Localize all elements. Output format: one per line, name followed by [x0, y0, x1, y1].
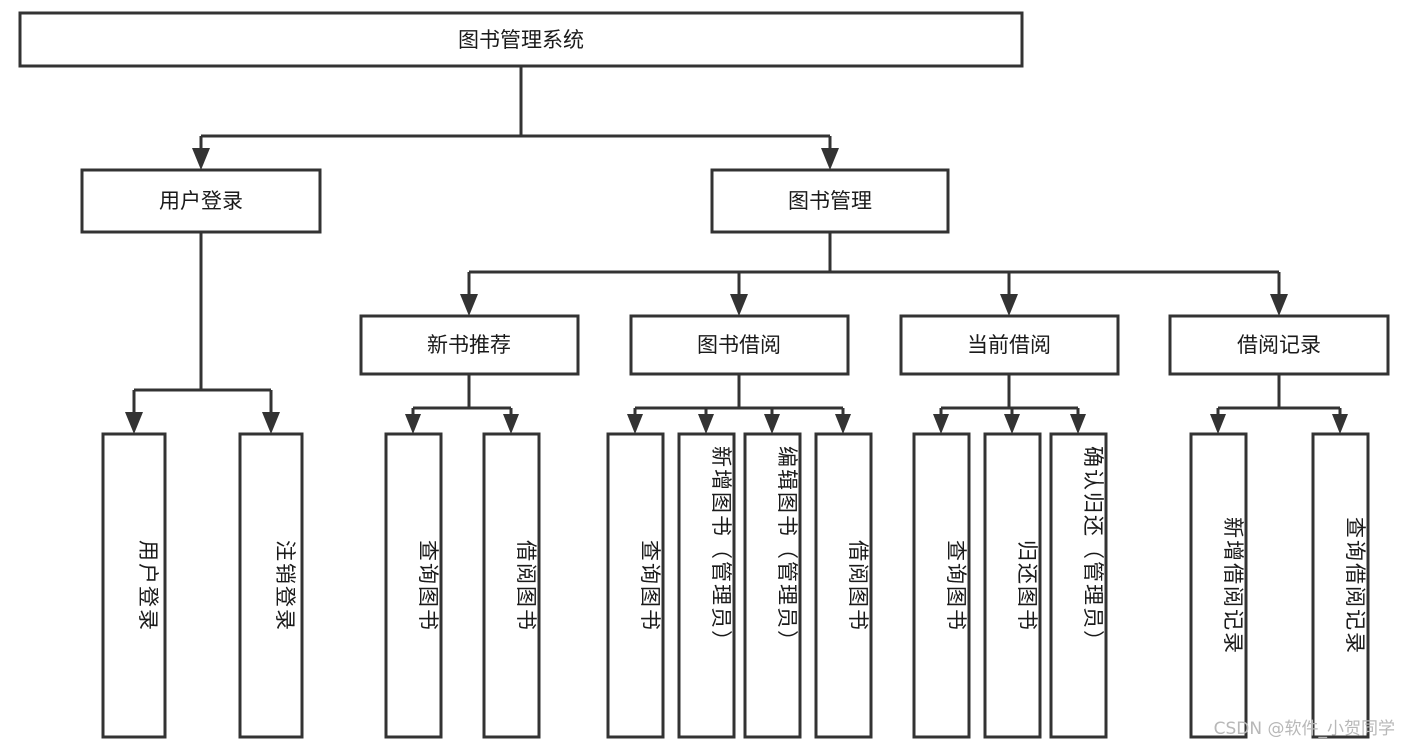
node-leaf-add-book-box[interactable] — [677, 432, 736, 739]
arrowhead-to-leaf-query-borrow-record — [1332, 414, 1348, 434]
arrowhead-to-leaf-user-login — [125, 412, 143, 434]
connector-bookmgmt-to-level3 — [467, 232, 1281, 298]
node-book-management-label: 图书管理 — [788, 189, 872, 213]
node-root[interactable]: 图书管理系统 — [18, 11, 1024, 68]
node-current-borrow-box[interactable] — [899, 314, 1120, 376]
node-new-book-recommend-label: 新书推荐 — [427, 333, 511, 357]
node-leaf-edit-book[interactable]: 编辑图书（管理员） — [743, 432, 802, 739]
node-leaf-query-borrow-record-label: 查询借阅记录 — [1343, 517, 1367, 655]
arrowhead-to-new-book-recommend — [460, 294, 478, 316]
node-root-label: 图书管理系统 — [458, 28, 584, 52]
node-leaf-query-book-current-box[interactable] — [912, 432, 971, 739]
node-leaf-logout-label: 注销登录 — [273, 540, 297, 632]
node-user-login-box[interactable] — [80, 168, 322, 234]
arrowhead-to-leaf-confirm-return — [1070, 414, 1086, 434]
node-leaf-user-login[interactable]: 用户登录 — [101, 432, 167, 739]
node-leaf-add-borrow-record[interactable]: 新增借阅记录 — [1189, 432, 1248, 739]
connector-userlogin-to-leaves — [132, 232, 273, 416]
node-leaf-query-book-borrow-label: 查询图书 — [638, 540, 662, 632]
node-leaf-edit-book-box[interactable] — [743, 432, 802, 739]
connector-bookborrow-to-leaves — [633, 374, 845, 418]
node-leaf-query-borrow-record[interactable]: 查询借阅记录 — [1311, 432, 1370, 739]
node-leaf-borrow-book-recommend[interactable]: 借阅图书 — [482, 432, 541, 739]
node-leaf-return-book-label: 归还图书 — [1015, 540, 1039, 632]
node-leaf-user-login-label: 用户登录 — [136, 540, 160, 632]
node-borrow-record-box[interactable] — [1168, 314, 1390, 376]
node-leaf-confirm-return[interactable]: 确认归还（管理员） — [1049, 432, 1108, 739]
connector-root-to-level2 — [199, 66, 832, 152]
node-leaf-add-book[interactable]: 新增图书（管理员） — [677, 432, 736, 739]
node-leaf-borrow-book-label: 借阅图书 — [846, 540, 870, 632]
arrowhead-to-leaf-add-borrow-record — [1210, 414, 1226, 434]
arrowhead-to-user-login — [192, 148, 210, 170]
node-new-book-recommend-box[interactable] — [359, 314, 580, 376]
node-borrow-record[interactable]: 借阅记录 — [1168, 314, 1390, 376]
node-leaf-query-book-recommend-label: 查询图书 — [416, 540, 440, 632]
node-user-login-label: 用户登录 — [159, 189, 243, 213]
node-leaf-query-borrow-record-box[interactable] — [1311, 432, 1370, 739]
arrowhead-to-current-borrow — [1000, 294, 1018, 316]
arrowhead-to-borrow-record — [1270, 294, 1288, 316]
arrowhead-to-leaf-borrow-book-recommend — [503, 414, 519, 434]
node-book-management-box[interactable] — [710, 168, 950, 234]
node-leaf-query-book-recommend[interactable]: 查询图书 — [384, 432, 443, 739]
node-leaf-confirm-return-label: 确认归还（管理员） — [1081, 446, 1105, 653]
arrowhead-to-leaf-add-book — [698, 414, 714, 434]
arrowhead-to-book-management — [821, 148, 839, 170]
connector-currentborrow-to-leaves — [939, 374, 1080, 418]
node-book-borrow[interactable]: 图书借阅 — [629, 314, 850, 376]
node-leaf-query-book-recommend-box[interactable] — [384, 432, 443, 739]
node-root-box[interactable] — [18, 11, 1024, 68]
node-leaf-query-book-borrow[interactable]: 查询图书 — [606, 432, 665, 739]
node-leaf-add-borrow-record-label: 新增借阅记录 — [1221, 517, 1245, 655]
node-leaf-query-book-current-label: 查询图书 — [944, 540, 968, 632]
node-new-book-recommend[interactable]: 新书推荐 — [359, 314, 580, 376]
arrowhead-to-leaf-query-book-borrow — [627, 414, 643, 434]
node-book-borrow-label: 图书借阅 — [697, 333, 781, 357]
arrowhead-to-leaf-edit-book — [764, 414, 780, 434]
node-book-management[interactable]: 图书管理 — [710, 168, 950, 234]
arrowhead-to-leaf-borrow-book — [835, 414, 851, 434]
node-leaf-query-book-borrow-box[interactable] — [606, 432, 665, 739]
node-leaf-confirm-return-box[interactable] — [1049, 432, 1108, 739]
arrowhead-to-leaf-logout — [262, 412, 280, 434]
arrowhead-to-leaf-query-book-current — [933, 414, 949, 434]
node-leaf-borrow-book-recommend-box[interactable] — [482, 432, 541, 739]
node-leaf-borrow-book[interactable]: 借阅图书 — [814, 432, 873, 739]
connector-layer — [125, 66, 1348, 434]
node-book-borrow-box[interactable] — [629, 314, 850, 376]
node-current-borrow[interactable]: 当前借阅 — [899, 314, 1120, 376]
connector-borrowrecord-to-leaves — [1216, 374, 1342, 418]
node-leaf-return-book[interactable]: 归还图书 — [983, 432, 1042, 739]
node-leaf-edit-book-label: 编辑图书（管理员） — [775, 446, 799, 653]
node-leaf-borrow-book-box[interactable] — [814, 432, 873, 739]
arrowhead-to-leaf-query-book-recommend — [405, 414, 421, 434]
node-leaf-borrow-book-recommend-label: 借阅图书 — [514, 540, 538, 632]
node-leaf-add-book-label: 新增图书（管理员） — [709, 446, 733, 653]
node-leaf-user-login-box[interactable] — [101, 432, 167, 739]
arrowhead-to-book-borrow — [730, 294, 748, 316]
node-leaf-logout[interactable]: 注销登录 — [238, 432, 304, 739]
node-current-borrow-label: 当前借阅 — [967, 333, 1051, 357]
node-leaf-logout-box[interactable] — [238, 432, 304, 739]
connector-recommend-to-leaves — [411, 374, 513, 418]
node-user-login[interactable]: 用户登录 — [80, 168, 322, 234]
node-leaf-query-book-current[interactable]: 查询图书 — [912, 432, 971, 739]
node-leaf-return-book-box[interactable] — [983, 432, 1042, 739]
node-leaf-add-borrow-record-box[interactable] — [1189, 432, 1248, 739]
arrowhead-to-leaf-return-book — [1004, 414, 1020, 434]
node-borrow-record-label: 借阅记录 — [1237, 333, 1321, 357]
